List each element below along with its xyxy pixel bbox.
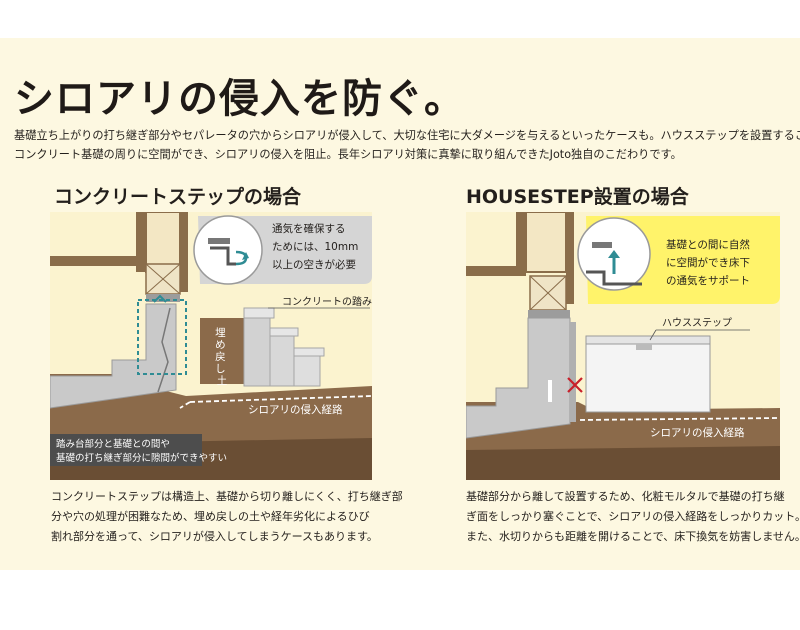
gap-highlight-box xyxy=(137,299,187,375)
blocked-cross-icon xyxy=(567,377,583,393)
callout-line: ためには、10mm xyxy=(272,241,358,253)
intrusion-route xyxy=(579,417,780,421)
crack xyxy=(157,307,171,393)
step-label: コンクリートの踏み台 xyxy=(282,295,372,308)
svg-text:埋 め 戻 し 土: 埋 め 戻 し 土 xyxy=(215,327,229,387)
housestep-diagram: ハウスステップ シロアリの侵入経路 基礎との間に自然 に空間ができ床下 の通気を… xyxy=(466,212,780,480)
backfill-char: め xyxy=(215,339,226,351)
gap-note-box xyxy=(50,434,202,466)
callout-line: の通気をサポート xyxy=(666,274,750,287)
backfill-char: 戻 xyxy=(215,350,226,363)
right-heading: HOUSESTEP設置の場合 xyxy=(466,186,689,208)
intro-line: 基礎立ち上がりの打ち継ぎ部分やセパレータの穴からシロアリが侵入して、大切な住宅に… xyxy=(14,129,800,142)
page-title: シロアリの侵入を防ぐ。 xyxy=(14,76,465,122)
description-line: 分や穴の処理が困難なため、埋め戻しの土や経年劣化によるひび xyxy=(51,510,370,523)
house-structure xyxy=(466,212,574,311)
description-line: ぎ面をしっかり塞ぐことで、シロアリの侵入経路をしっかりカット。 xyxy=(466,510,800,523)
house-structure xyxy=(50,212,188,295)
gap-note-line: 踏み台部分と基礎との間や xyxy=(56,438,170,450)
callout-line: 通気を確保する xyxy=(272,222,346,235)
description-line: コンクリートステップは構造上、基礎から切り離しにくく、打ち継ぎ部 xyxy=(51,490,403,503)
description-line: 基礎部分から離して設置するため、化粧モルタルで基礎の打ち継 xyxy=(466,490,785,503)
foundation xyxy=(50,303,177,409)
description-line: 割れ部分を通って、シロアリが侵入してしまうケースもあります。 xyxy=(51,530,378,543)
left-description: コンクリートステップは構造上、基礎から切り離しにくく、打ち継ぎ部 分や穴の処理が… xyxy=(51,487,403,547)
callout-line: に空間ができ床下 xyxy=(666,256,750,269)
product-label: ハウスステップ xyxy=(662,317,732,329)
finish-mortar xyxy=(570,322,576,422)
description-line: また、水切りからも距離を開けることで、床下換気を妨害しません。 xyxy=(466,530,800,543)
backfill-char: し xyxy=(215,363,226,375)
route-label: シロアリの侵入経路 xyxy=(248,403,343,416)
left-heading: コンクリートステップの場合 xyxy=(54,186,302,208)
route-label: シロアリの侵入経路 xyxy=(650,426,745,439)
callout-line: 基礎との間に自然 xyxy=(666,238,750,251)
callout-line: 以上の空きが必要 xyxy=(272,258,356,271)
intrusion-route xyxy=(189,395,372,403)
right-description: 基礎部分から離して設置するため、化粧モルタルで基礎の打ち継 ぎ面をしっかり塞ぐこ… xyxy=(466,487,800,547)
housestep-product xyxy=(585,335,711,413)
gap-note-line: 基礎の打ち継ぎ部分に隙間ができやすい xyxy=(56,452,227,464)
backfill-soil xyxy=(200,318,244,384)
intro-line: コンクリート基礎の周りに空間ができ、シロアリの侵入を阻止。長年シロアリ対策に真摯… xyxy=(14,148,682,161)
intro-text: 基礎立ち上がりの打ち継ぎ部分やセパレータの穴からシロアリが侵入して、大切な住宅に… xyxy=(14,126,800,164)
concrete-steps xyxy=(243,307,325,387)
backfill-char: 埋 xyxy=(215,327,226,339)
vent-arrow-icon xyxy=(153,294,167,303)
backfill-char: 土 xyxy=(217,374,228,387)
concrete-step-diagram: 埋 め 戻 し 土 コンクリートの踏み台 シロアリの侵入経路 踏み台部分と基礎と… xyxy=(50,212,372,480)
